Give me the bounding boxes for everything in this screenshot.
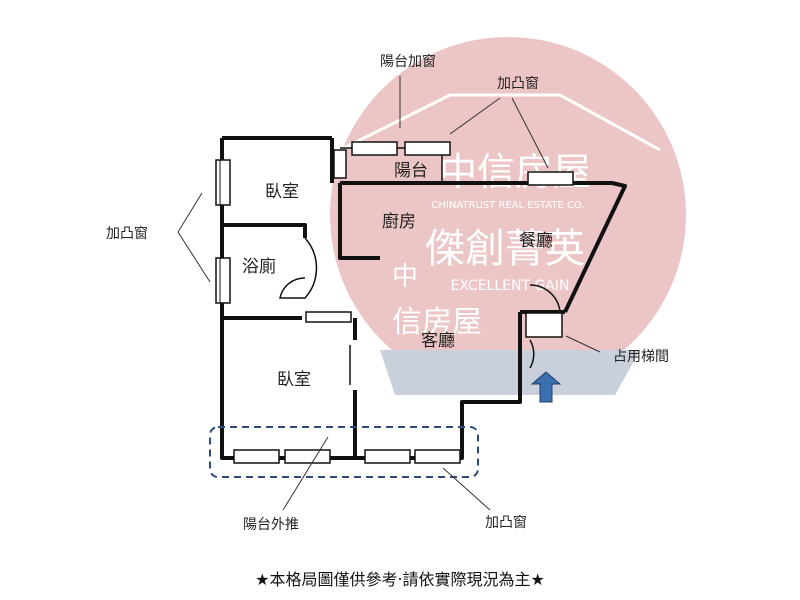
window-icon [414,449,461,464]
room-kitchen: 廚房 [382,211,416,232]
disclaimer: ★本格局圖僅供參考‧請依實際現況為主★ [255,570,545,589]
window-icon [351,141,398,156]
watermark-slogan-en: EXCELLENT GAIN [451,278,570,294]
callout-bay-window-left: 加凸窗 [106,225,148,242]
window-icon [527,171,574,186]
callout-balcony-window: 陽台加窗 [380,53,436,70]
stair-room [525,312,563,338]
callout-lines [177,76,601,511]
room-bedroom-bottom: 臥室 [277,370,311,390]
room-living: 客廳 [421,331,455,351]
watermark-small-logo-2: 信房屋 [392,305,482,340]
window-icon [215,257,231,304]
watermark-company-en: CHINATRUST REAL ESTATE CO. [431,200,584,211]
kitchen-left-wall [338,183,380,260]
window-icon [305,311,352,323]
callout-bay-window-bottom: 加凸窗 [485,514,527,531]
window-icon [233,449,280,464]
watermark-small-logo-1: 中 [392,262,418,292]
watermark-roof [339,93,661,152]
window-icon [215,159,231,206]
windows [215,141,574,464]
watermark: 中信房屋 CHINATRUST REAL ESTATE CO. 傑創菁英 EXC… [330,37,686,395]
watermark-band [380,350,640,395]
bathroom-door [279,237,318,299]
kitchen-top-wall [340,181,627,313]
watermark-slogan: 傑創菁英 [425,226,585,272]
watermark-circle [330,37,686,393]
entrance-arrow-icon [530,371,562,403]
stair-door-top [529,284,561,313]
balcony-extension-box [209,426,479,478]
callout-stair-occupied: 占用梯間 [613,349,669,365]
doors [279,237,561,385]
outer-wall [220,138,522,460]
room-balcony: 陽台 [394,161,428,181]
window-icon [284,449,331,464]
callout-balcony-extended: 陽台外推 [243,517,299,533]
window-icon [404,141,451,156]
room-bathroom: 浴廁 [242,256,276,277]
window-icon [333,149,347,179]
walls [220,136,627,460]
stair-door-bottom [529,339,535,369]
room-dining: 餐廳 [519,231,553,251]
window-icon [364,449,411,464]
bedroom-wall-1 [222,223,307,238]
room-bedroom-top: 臥室 [265,182,299,202]
callout-bay-window-top: 加凸窗 [497,75,539,92]
